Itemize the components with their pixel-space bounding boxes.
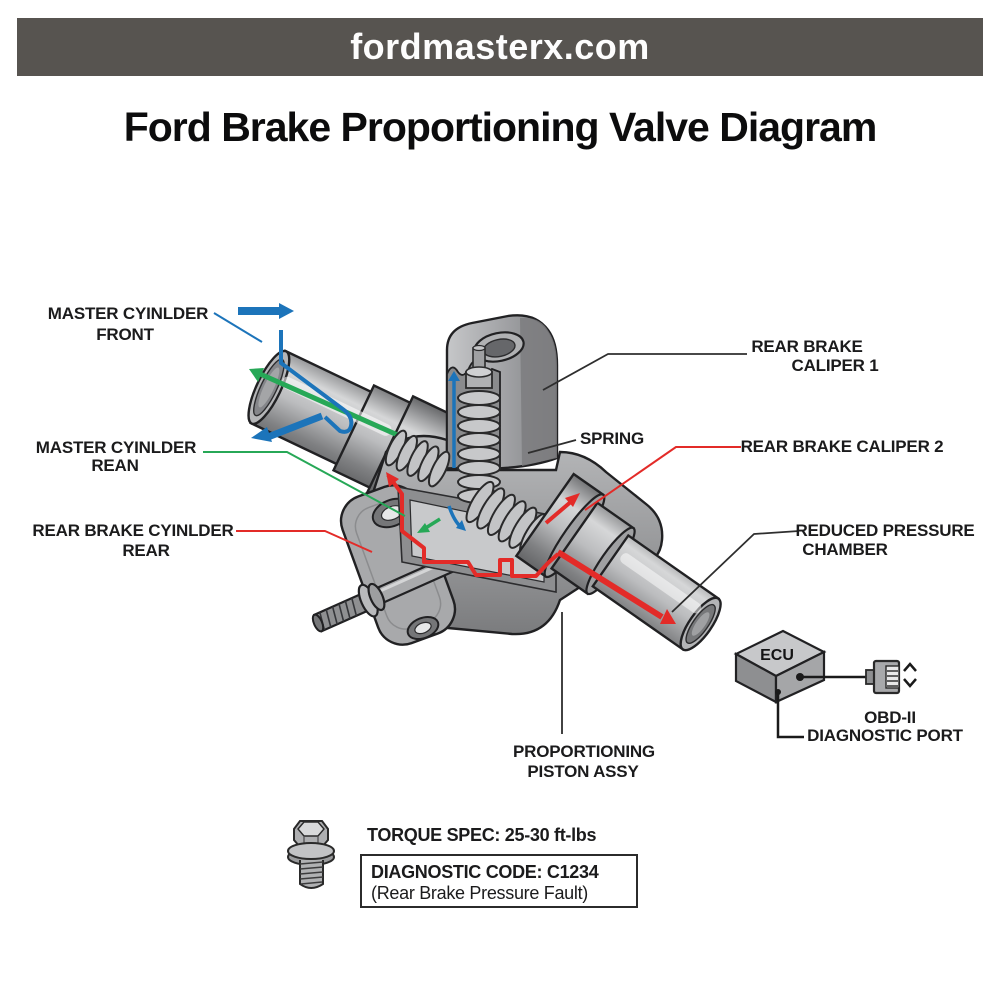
drain-bolt-icon xyxy=(287,820,335,889)
site-banner: fordmasterx.com xyxy=(17,18,983,76)
obd-connector xyxy=(865,659,901,695)
label-spring: SPRING xyxy=(580,429,644,448)
label-line: REAR BRAKE CYINLDER xyxy=(32,521,234,540)
label-line: REDUCED PRESSURE xyxy=(795,521,975,540)
piston-spring-left xyxy=(384,429,451,488)
label-line: PISTON ASSY xyxy=(527,762,639,781)
rear-circuit-return-arrow xyxy=(249,368,404,440)
label-line: FRONT xyxy=(96,325,154,344)
front-circuit-in-line xyxy=(279,330,354,434)
label-rear-caliper-2: REAR BRAKE CALIPER 2 xyxy=(740,437,944,456)
diagnostic-code-box: DIAGNOSTIC CODE: C1234 (Rear Brake Press… xyxy=(360,854,638,908)
diagnostic-code-text: DIAGNOSTIC CODE: C1234 xyxy=(371,862,599,882)
label-line: MASTER CYINLDER xyxy=(47,304,209,323)
flange-hole-bottom xyxy=(406,615,440,641)
diagnostic-code-description: (Rear Brake Pressure Fault) xyxy=(371,883,588,903)
front-circuit-mini-arrow xyxy=(447,505,466,531)
site-url-text: fordmasterx.com xyxy=(350,26,650,67)
label-line: REAN xyxy=(91,456,139,475)
connector-direction-icon xyxy=(903,662,917,688)
label-line: CHAMBER xyxy=(802,540,888,559)
outlet-cylinder xyxy=(514,472,722,652)
rear-circuit-flow-path xyxy=(386,472,676,624)
label-line: DIAGNOSTIC PORT xyxy=(807,726,963,745)
label-line: OBD-II xyxy=(864,708,916,727)
label-line: PROPORTIONING xyxy=(513,742,655,761)
label-ecu: ECU xyxy=(760,647,794,664)
label-line: REAR BRAKE xyxy=(751,337,863,356)
front-circuit-tower-line xyxy=(448,371,460,468)
front-circuit-out-arrow xyxy=(251,412,324,442)
ecu-box xyxy=(733,629,866,739)
label-line: REAR xyxy=(122,541,170,560)
label-line: MASTER CYINLDER xyxy=(35,438,197,457)
leader-lines xyxy=(203,312,800,734)
rear-circuit-mini-arrow xyxy=(417,517,441,533)
front-circuit-top-arrow xyxy=(238,303,294,319)
spring-tower xyxy=(445,314,559,471)
label-line: CALIPER 1 xyxy=(791,356,879,375)
torque-spec-text: TORQUE SPEC: 25-30 ft-lbs xyxy=(367,825,597,845)
page-title: Ford Brake Proportioning Valve Diagram xyxy=(123,104,878,150)
